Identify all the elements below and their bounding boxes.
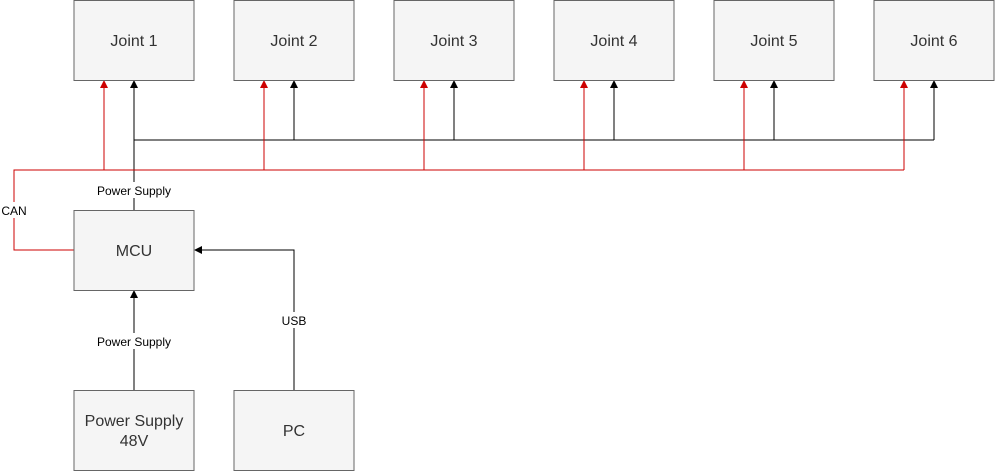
arrowhead-power-joint-3 — [450, 80, 458, 88]
joint-label: Joint 4 — [590, 33, 637, 50]
can-bus — [13, 80, 908, 251]
arrowhead-can-joint-6 — [900, 80, 908, 88]
pc-box[interactable]: PC — [233, 390, 355, 471]
usb-wire — [200, 249, 295, 390]
arrowhead-can-joint-4 — [580, 80, 588, 88]
edge-label-power-bottom-text: Power Supply — [97, 335, 171, 349]
arrowhead-mcu-usb — [194, 246, 202, 254]
edge-label-usb-text: USB — [282, 314, 307, 328]
arrowhead-power-joint-6 — [930, 80, 938, 88]
joint-box-5[interactable]: Joint 5 — [713, 0, 835, 81]
arrowhead-can-joint-5 — [740, 80, 748, 88]
edge-label-can-text: CAN — [1, 204, 26, 218]
arrowhead-power-joint-4 — [610, 80, 618, 88]
pc-to-mcu — [194, 246, 295, 390]
mcu-box[interactable]: MCU — [73, 210, 195, 291]
edge-label-usb: USB — [279, 312, 309, 328]
mcu-label: MCU — [116, 243, 152, 260]
joint-box-2[interactable]: Joint 2 — [233, 0, 355, 81]
joint-box-4[interactable]: Joint 4 — [553, 0, 675, 81]
joint-label: Joint 1 — [110, 33, 157, 50]
arrowhead-power-joint-1 — [130, 80, 138, 88]
joint-box-1[interactable]: Joint 1 — [73, 0, 195, 81]
joint-label: Joint 6 — [910, 33, 957, 50]
edge-label-power-bottom: Power Supply — [92, 333, 176, 349]
arrowhead-can-joint-1 — [100, 80, 108, 88]
joint-box-3[interactable]: Joint 3 — [393, 0, 515, 81]
power-supply-label-line-1: Power Supply — [85, 413, 184, 430]
arrowhead-power-joint-2 — [290, 80, 298, 88]
arrowhead-can-joint-3 — [420, 80, 428, 88]
power-bus — [130, 80, 938, 210]
power-supply-label-line-2: 48V — [120, 433, 149, 450]
arrowhead-power-joint-5 — [770, 80, 778, 88]
pc-label: PC — [283, 423, 305, 440]
power-supply-box[interactable]: Power Supply 48V — [73, 390, 195, 471]
edge-label-power-top-text: Power Supply — [97, 184, 171, 198]
edge-label-can: CAN — [0, 202, 30, 218]
arrowhead-can-joint-2 — [260, 80, 268, 88]
edge-label-power-top: Power Supply — [92, 182, 176, 198]
joint-label: Joint 5 — [750, 33, 797, 50]
joint-label: Joint 2 — [270, 33, 317, 50]
joint-label: Joint 3 — [430, 33, 477, 50]
arrowhead-mcu-power — [130, 290, 138, 298]
joint-box-6[interactable]: Joint 6 — [873, 0, 995, 81]
